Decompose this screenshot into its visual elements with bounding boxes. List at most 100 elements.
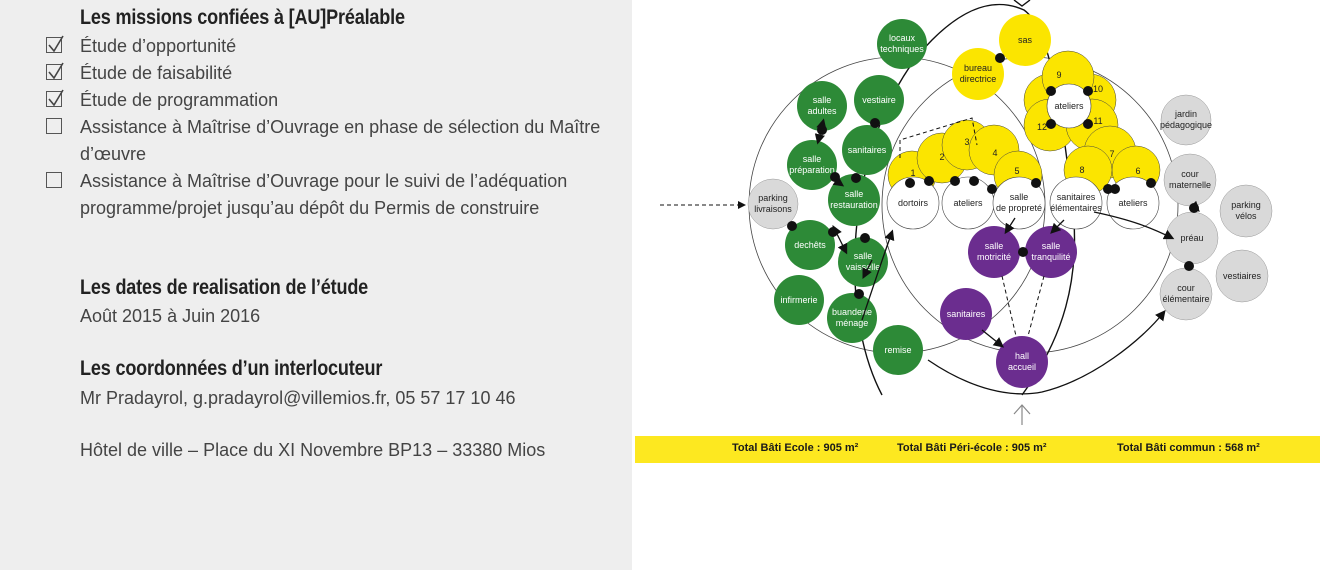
- label: de propreté: [996, 203, 1042, 213]
- green-salle-adultes: salle adultes: [797, 81, 847, 131]
- relation-arrows: [814, 118, 1200, 395]
- contact-value: Mr Pradayrol, g.pradayrol@villemios.fr, …: [80, 388, 516, 408]
- contact-title: Les coordonnées d’un interlocuteur: [80, 357, 383, 380]
- mission-item: Assistance à Maîtrise d’Ouvrage pour le …: [44, 168, 624, 222]
- label: vaisselle: [846, 262, 881, 272]
- green-buanderie-menage: buanderie ménage: [827, 293, 877, 343]
- label: sanitaires: [947, 309, 986, 319]
- contact-address: Hôtel de ville – Place du XI Novembre BP…: [80, 440, 546, 460]
- label: adultes: [807, 106, 837, 116]
- white-spaces: ateliers dortoirs ateliers salle de prop…: [886, 83, 1160, 230]
- grey-cour-maternelle: cour maternelle: [1163, 153, 1217, 207]
- number-label: 2: [939, 152, 944, 162]
- label: cour: [1177, 283, 1195, 293]
- entrance-up-arrow-icon: [1013, 404, 1031, 415]
- label: cour: [1181, 169, 1199, 179]
- label: ménage: [836, 318, 869, 328]
- mission-label: Assistance à Maîtrise d’Ouvrage en phase…: [80, 117, 601, 164]
- number-label: 6: [1135, 166, 1140, 176]
- label: vestiaire: [862, 95, 896, 105]
- label: infirmerie: [780, 295, 817, 305]
- missions-title: Les missions confiées à [AU]Préalable: [80, 6, 405, 29]
- label: bureau: [964, 63, 992, 73]
- number-label: 4: [992, 148, 997, 158]
- grey-cour-elementaire: cour élémentaire: [1159, 267, 1213, 321]
- grey-spaces: parking livraisons jardin pédagogique co…: [747, 94, 1273, 321]
- white-sanitaires-elementaires: sanitaires élémentaires: [1049, 176, 1103, 230]
- number-label: 3: [964, 137, 969, 147]
- green-vestiaire: vestiaire: [854, 75, 904, 125]
- green-salle-preparation: salle préparation: [787, 140, 837, 190]
- purple-salle-tranquilite: salle tranquilité: [1025, 226, 1077, 278]
- label: motricité: [977, 252, 1011, 262]
- total-peri-school: Total Bâti Péri-école : 905 m²: [897, 442, 1047, 454]
- functional-diagram-panel: locaux techniques salle adultes vestiair…: [632, 0, 1320, 570]
- green-locaux-techniques: locaux techniques: [877, 19, 927, 69]
- number-label: 9: [1056, 70, 1061, 80]
- label: dechêts: [794, 240, 826, 250]
- label: restauration: [830, 200, 878, 210]
- entrance-arrow-icon: [1013, 0, 1031, 7]
- white-dortoirs: dortoirs: [886, 176, 940, 230]
- purple-salle-motricite: salle motricité: [968, 226, 1020, 278]
- grey-parking-velos: parking vélos: [1219, 184, 1273, 238]
- label: parking: [758, 193, 788, 203]
- mission-item: Étude de faisabilité: [44, 60, 624, 87]
- mission-label: Étude d’opportunité: [80, 36, 237, 56]
- total-school: Total Bâti Ecole : 905 m²: [732, 442, 859, 454]
- label: dortoirs: [898, 198, 929, 208]
- checkbox-checked: [46, 35, 64, 53]
- project-info-panel: Les missions confiées à [AU]Préalable Ét…: [0, 0, 632, 570]
- label: salle: [803, 154, 822, 164]
- white-salle-proprete: salle de propreté: [992, 176, 1046, 230]
- grey-preau: préau: [1165, 211, 1219, 265]
- label: maternelle: [1169, 180, 1211, 190]
- number-label: 8: [1079, 165, 1084, 175]
- area-totals-band: Total Bâti Ecole : 905 m² Total Bâti Pér…: [635, 436, 1320, 463]
- white-ateliers-top: ateliers: [1046, 83, 1092, 129]
- purple-hall-accueil: hall accueil: [996, 336, 1048, 388]
- label: vestiaires: [1223, 271, 1262, 281]
- purple-sanitaires: sanitaires: [940, 288, 992, 340]
- label: locaux: [889, 33, 916, 43]
- label: sas: [1018, 35, 1033, 45]
- checkmark-icon: [48, 62, 64, 80]
- green-remise: remise: [873, 325, 923, 375]
- green-salle-restauration: salle restauration: [828, 174, 880, 226]
- missions-list: Étude d’opportunité Étude de faisabilité…: [44, 33, 624, 222]
- number-label: 1: [910, 168, 915, 178]
- white-ateliers-left: ateliers: [941, 176, 995, 230]
- grey-parking-livraisons: parking livraisons: [747, 178, 799, 230]
- dashed-links: [1001, 275, 1045, 337]
- number-label: 7: [1109, 149, 1114, 159]
- label: préau: [1180, 233, 1203, 243]
- functional-diagram: locaux techniques salle adultes vestiair…: [660, 0, 1273, 425]
- label: salle: [845, 189, 864, 199]
- mission-label: Assistance à Maîtrise d’Ouvrage pour le …: [80, 171, 568, 218]
- number-label: 10: [1093, 84, 1103, 94]
- checkmark-icon: [48, 35, 64, 53]
- mission-label: Étude de faisabilité: [80, 63, 233, 83]
- label: salle: [854, 251, 873, 261]
- label: salle: [1010, 192, 1029, 202]
- checkbox-unchecked: [46, 172, 62, 188]
- connection-dots: [787, 53, 1199, 299]
- mission-item: Étude d’opportunité: [44, 33, 624, 60]
- label: ateliers: [953, 198, 983, 208]
- green-spaces: locaux techniques salle adultes vestiair…: [774, 19, 927, 375]
- label: directrice: [960, 74, 997, 84]
- label: tranquilité: [1031, 252, 1070, 262]
- yellow-bureau-directrice: bureau directrice: [952, 48, 1004, 100]
- label: vélos: [1235, 211, 1257, 221]
- grouping-dashes: [899, 117, 978, 158]
- total-common: Total Bâti commun : 568 m²: [1117, 442, 1260, 454]
- yellow-sas: sas: [999, 14, 1051, 66]
- checkbox-checked: [46, 62, 64, 80]
- checkmark-icon: [48, 89, 64, 107]
- mission-item: Assistance à Maîtrise d’Ouvrage en phase…: [44, 114, 624, 168]
- label: salle: [813, 95, 832, 105]
- label: sanitaires: [848, 145, 887, 155]
- green-salle-vaisselle: salle vaisselle: [838, 237, 888, 287]
- label: élémentaire: [1162, 294, 1209, 304]
- label: remise: [884, 345, 911, 355]
